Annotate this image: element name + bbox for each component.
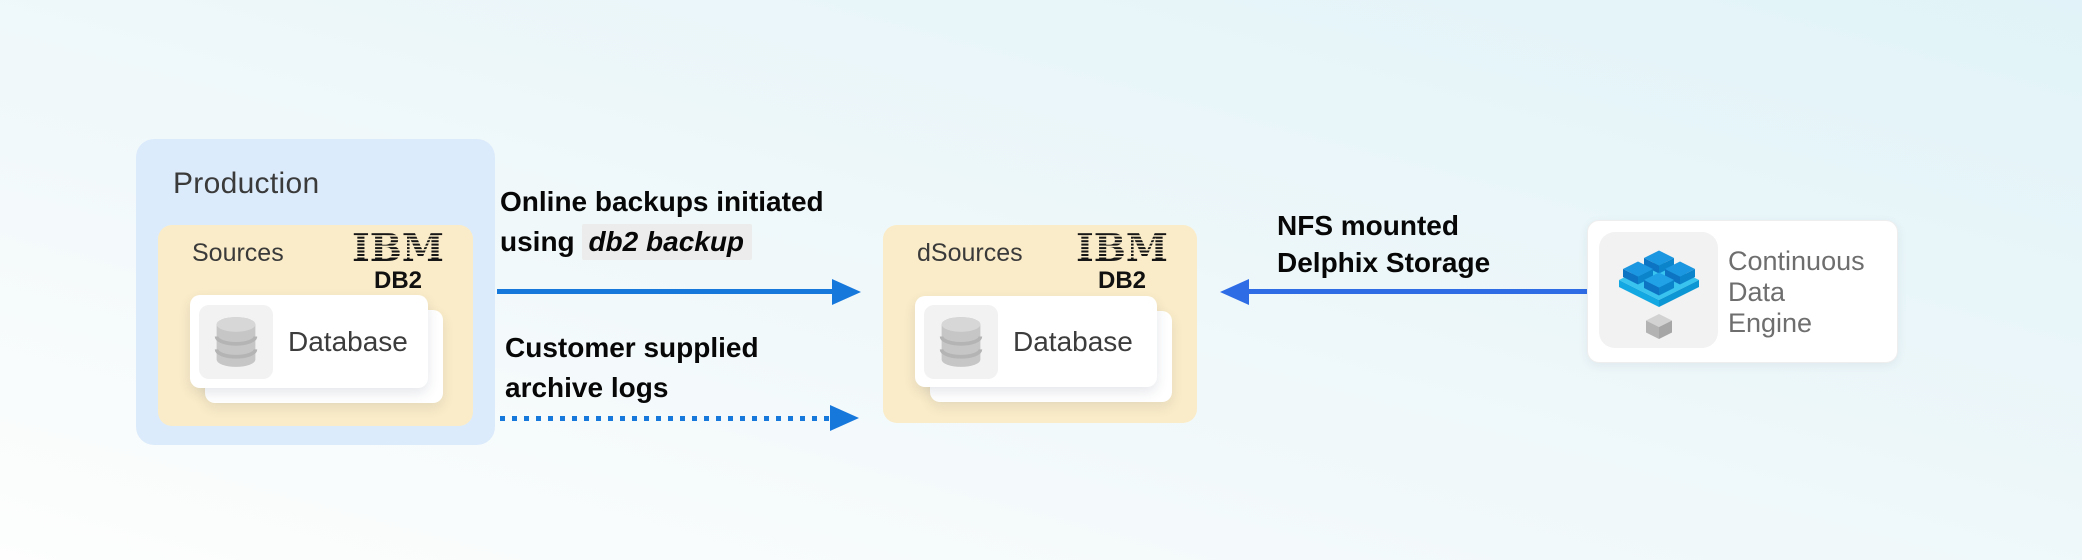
online-backups-arrow [497,279,861,305]
arrow-head-left-icon [1220,279,1249,305]
production-label: Production [173,167,320,200]
archive-logs-label-line2: archive logs [505,372,669,403]
ibm-logo-text: IBM [353,231,443,270]
arrow-head-right-icon [832,279,861,305]
online-backups-label: Online backups initiated using db2 backu… [500,182,824,262]
dotted-arrow-line [500,416,831,421]
sources-label: Sources [192,239,284,267]
ibm-logo-text: IBM [1077,231,1167,270]
archive-logs-label: Customer supplied archive logs [505,328,759,408]
database-card: Database [190,295,428,388]
archive-logs-arrow [500,405,860,431]
database-label: Database [1013,325,1133,357]
engine-label-line3: Engine [1728,308,1813,338]
engine-label-line1: Continuous [1728,246,1865,276]
database-label: Database [288,325,408,357]
continuous-data-engine-card: Continuous Data Engine [1587,220,1898,363]
delphix-engine-icon [1599,232,1718,348]
nfs-storage-label: NFS mounted Delphix Storage [1277,207,1490,281]
db2-backup-command: db2 backup [582,224,753,260]
nfs-storage-arrow [1220,279,1588,305]
online-backups-label-line2: using db2 backup [500,222,824,262]
dsources-label: dSources [917,239,1023,267]
database-icon [199,304,273,379]
nfs-storage-label-line1: NFS mounted [1277,210,1459,241]
db2-logo-text: DB2 [1098,267,1146,294]
dsources-group: dSources IBM D [883,225,1197,423]
sources-group: Sources [158,225,473,426]
nfs-storage-label-line2: Delphix Storage [1277,247,1491,278]
archive-logs-label-line1: Customer supplied [505,332,759,363]
production-group: Production Sources [136,139,495,445]
database-card: Database [915,296,1157,387]
ibm-db2-logo: IBM DB2 [352,225,444,295]
arrow-head-right-icon [830,405,859,431]
db2-logo-text: DB2 [374,267,422,294]
online-backups-label-line1: Online backups initiated [500,186,824,217]
database-icon [924,304,998,379]
engine-label-line2: Data [1728,277,1786,307]
ibm-db2-logo: IBM DB2 [1076,225,1168,295]
engine-label: Continuous Data Engine [1728,246,1865,339]
arrow-line [1248,289,1588,294]
arrow-line [497,289,833,294]
